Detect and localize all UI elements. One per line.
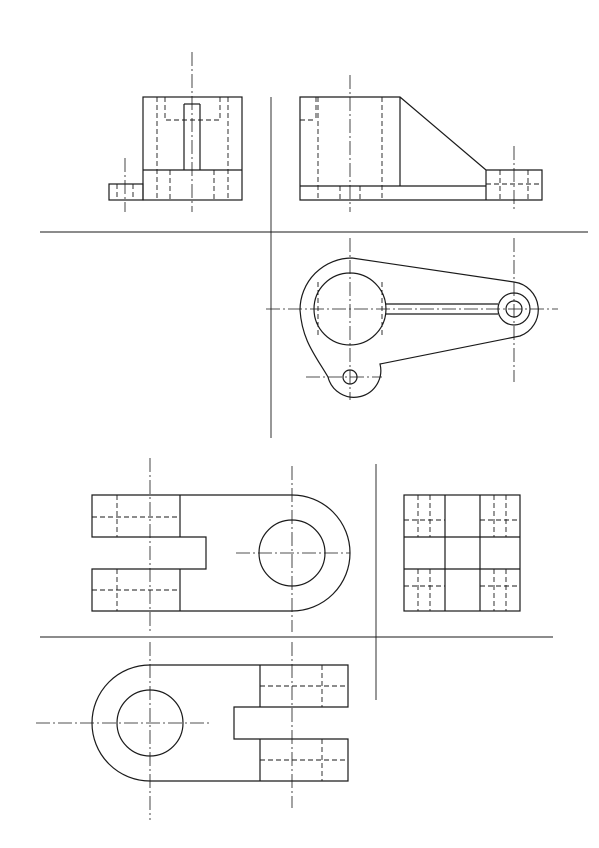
upper-front-view: [299, 75, 543, 212]
lower-top-view: [36, 642, 349, 820]
top-view-outline: [299, 257, 539, 398]
side-view-lug: [108, 183, 144, 201]
upper-side-view: [108, 52, 243, 212]
lower-side-view: [403, 494, 521, 612]
side-view-hidden-pocket: [164, 97, 221, 121]
front-view-outline: [299, 96, 543, 201]
lower-front-view: [91, 458, 351, 632]
lower-clevis-drawing: [36, 458, 553, 820]
upper-top-view: [266, 238, 558, 400]
upper-bracket-drawing: [40, 52, 588, 438]
clevis-side-outline: [403, 494, 521, 612]
side-view-body: [142, 96, 243, 201]
